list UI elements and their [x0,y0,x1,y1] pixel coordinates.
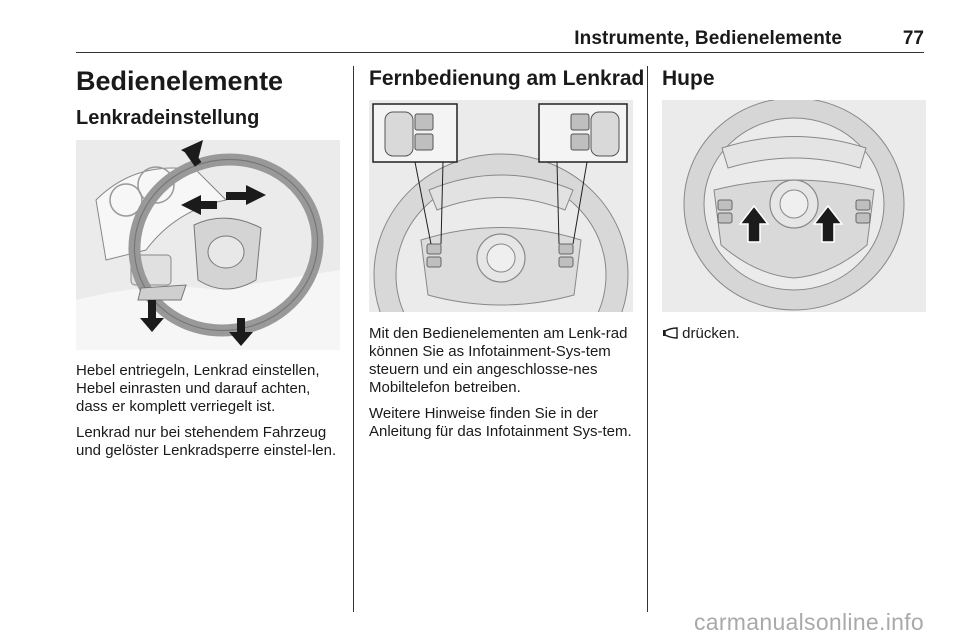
column-divider-1 [353,66,354,612]
paragraph: Mit den Bedienelementen am Lenk-rad könn… [369,325,628,396]
col1-text: Hebel entriegeln, Lenkrad einstellen, He… [76,362,344,468]
steering-adjustment-figure [76,140,340,350]
horn-icon [663,327,678,339]
col3-text: drücken. [662,325,928,351]
chapter-title: Instrumente, Bedienelemente [574,28,842,49]
column-divider-2 [647,66,648,612]
horn-text: drücken. [682,325,740,342]
horn-instruction: drücken. [662,325,928,343]
header-rule [76,52,924,53]
page-number: 77 [902,28,924,49]
steering-remote-controls-figure [369,100,633,312]
horn-figure [662,100,926,312]
watermark: carmanualsonline.info [693,609,924,635]
section-heading: Hupe [662,67,715,90]
col2-text: Mit den Bedienelementen am Lenk-rad könn… [369,325,635,449]
section-heading: Bedienelemente [76,66,284,96]
subsection-heading: Lenkradeinstellung [76,107,260,129]
paragraph: Lenkrad nur bei stehendem Fahrzeug und g… [76,424,337,459]
paragraph: Hebel entriegeln, Lenkrad einstellen, He… [76,362,320,415]
section-heading: Fernbedienung am Lenkrad [369,67,645,90]
paragraph: Weitere Hinweise finden Sie in der Anlei… [369,405,632,440]
